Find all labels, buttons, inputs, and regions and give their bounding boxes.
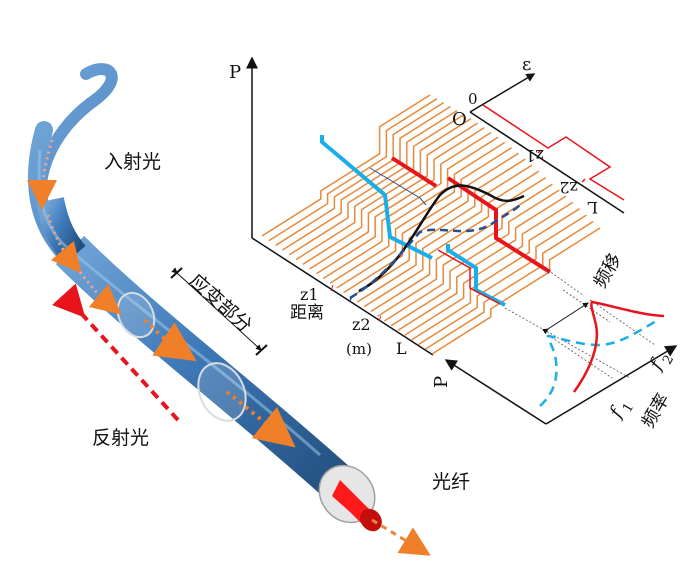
- brillouin-gain-curve: [358, 184, 525, 293]
- spectral-trace-line: [261, 94, 431, 237]
- strain-z2-label: z2: [559, 178, 578, 197]
- frequency-label: 频率: [638, 390, 674, 432]
- fiber-label: 光纤: [432, 471, 470, 493]
- reflected-light-label: 反射光: [92, 427, 149, 449]
- spectral-trace-line: [302, 118, 472, 265]
- spectral-trace-line: [377, 177, 547, 317]
- spectral-trace-line: [417, 214, 587, 346]
- reflected-light-arrow: [52, 283, 180, 422]
- waterfall-p-label: P: [229, 62, 241, 83]
- optical-fiber: [27, 63, 431, 556]
- fiber-core: [332, 480, 382, 532]
- strain-l-label: L: [587, 198, 598, 217]
- strain-profile-line: [482, 104, 625, 201]
- spectral-traces: [261, 94, 601, 355]
- spectral-trace-line: [295, 113, 465, 261]
- waterfall-l-label: L: [396, 339, 407, 358]
- reference-gain-dashed-curve: [349, 204, 521, 300]
- reference-trace-cyan-2: [446, 244, 506, 307]
- spectral-trace-line: [390, 189, 560, 327]
- spectrum-plot: [444, 269, 678, 425]
- reference-spectrum-curve: [539, 318, 659, 407]
- distance-unit-label: (m): [346, 340, 372, 358]
- distance-label: 距离: [290, 303, 324, 323]
- strain-origin-label: O: [452, 109, 467, 130]
- incident-light-label: 入射光: [104, 151, 161, 173]
- spectral-trace-line: [404, 201, 574, 336]
- spectral-trace-line: [309, 122, 479, 270]
- waterfall-distance-axis: [251, 237, 434, 356]
- strain-distribution-plot: [469, 73, 625, 214]
- f1-label: f 1: [605, 401, 638, 424]
- shifted-trace-red-thin: [437, 249, 501, 305]
- spectral-trace-line: [356, 158, 526, 303]
- spectral-trace-line: [329, 136, 499, 284]
- strain-section-dimension: [170, 267, 268, 356]
- shifted-trace-red-2: [446, 176, 552, 274]
- spectral-trace-line: [363, 164, 533, 308]
- spectral-trace-line: [336, 141, 506, 289]
- reference-trace-cyan-1: [320, 135, 433, 260]
- shifted-trace-red-1: [390, 156, 438, 188]
- spectral-trace-line: [424, 220, 594, 350]
- transmitted-light-arrow: [371, 518, 431, 556]
- spectral-trace-line: [383, 183, 553, 322]
- spectral-trace-line: [349, 152, 519, 298]
- spectrum-p-axis: [444, 359, 547, 425]
- f2-label: f 2: [645, 353, 678, 376]
- reference-trace-thin-blue: [369, 167, 427, 206]
- spectral-trace-line: [268, 98, 438, 242]
- shifted-spectrum-curve: [572, 300, 665, 393]
- spectral-trace-line: [431, 227, 601, 355]
- spectral-trace-line: [411, 208, 581, 341]
- strain-zero-label: 0: [468, 90, 478, 108]
- f1-subscript: 1: [620, 401, 637, 416]
- spectral-trace-line: [315, 127, 485, 275]
- strain-distance-axis: [469, 111, 625, 214]
- spectral-trace-line: [397, 195, 567, 332]
- spectral-trace-line: [322, 131, 492, 280]
- frequency-shift-label: 频移: [590, 250, 626, 292]
- strain-z1-label: z1: [525, 146, 544, 165]
- strain-section-label: 应变部分: [185, 270, 256, 337]
- waterfall-z2-label: z2: [352, 315, 371, 334]
- waterfall-z1-label: z1: [300, 285, 319, 304]
- strain-ring-2: [197, 362, 247, 422]
- spectrum-p-label: P: [431, 376, 452, 388]
- waterfall-plot: [246, 56, 601, 356]
- strain-epsilon-label: ε: [522, 54, 531, 75]
- spectral-trace-line: [288, 109, 458, 256]
- f2-subscript: 2: [660, 353, 677, 368]
- spectrum-frequency-axis: [545, 345, 678, 425]
- strain-epsilon-axis: [469, 73, 536, 113]
- frequency-shift-arrow: [542, 302, 589, 335]
- strain-ring-1: [116, 291, 156, 339]
